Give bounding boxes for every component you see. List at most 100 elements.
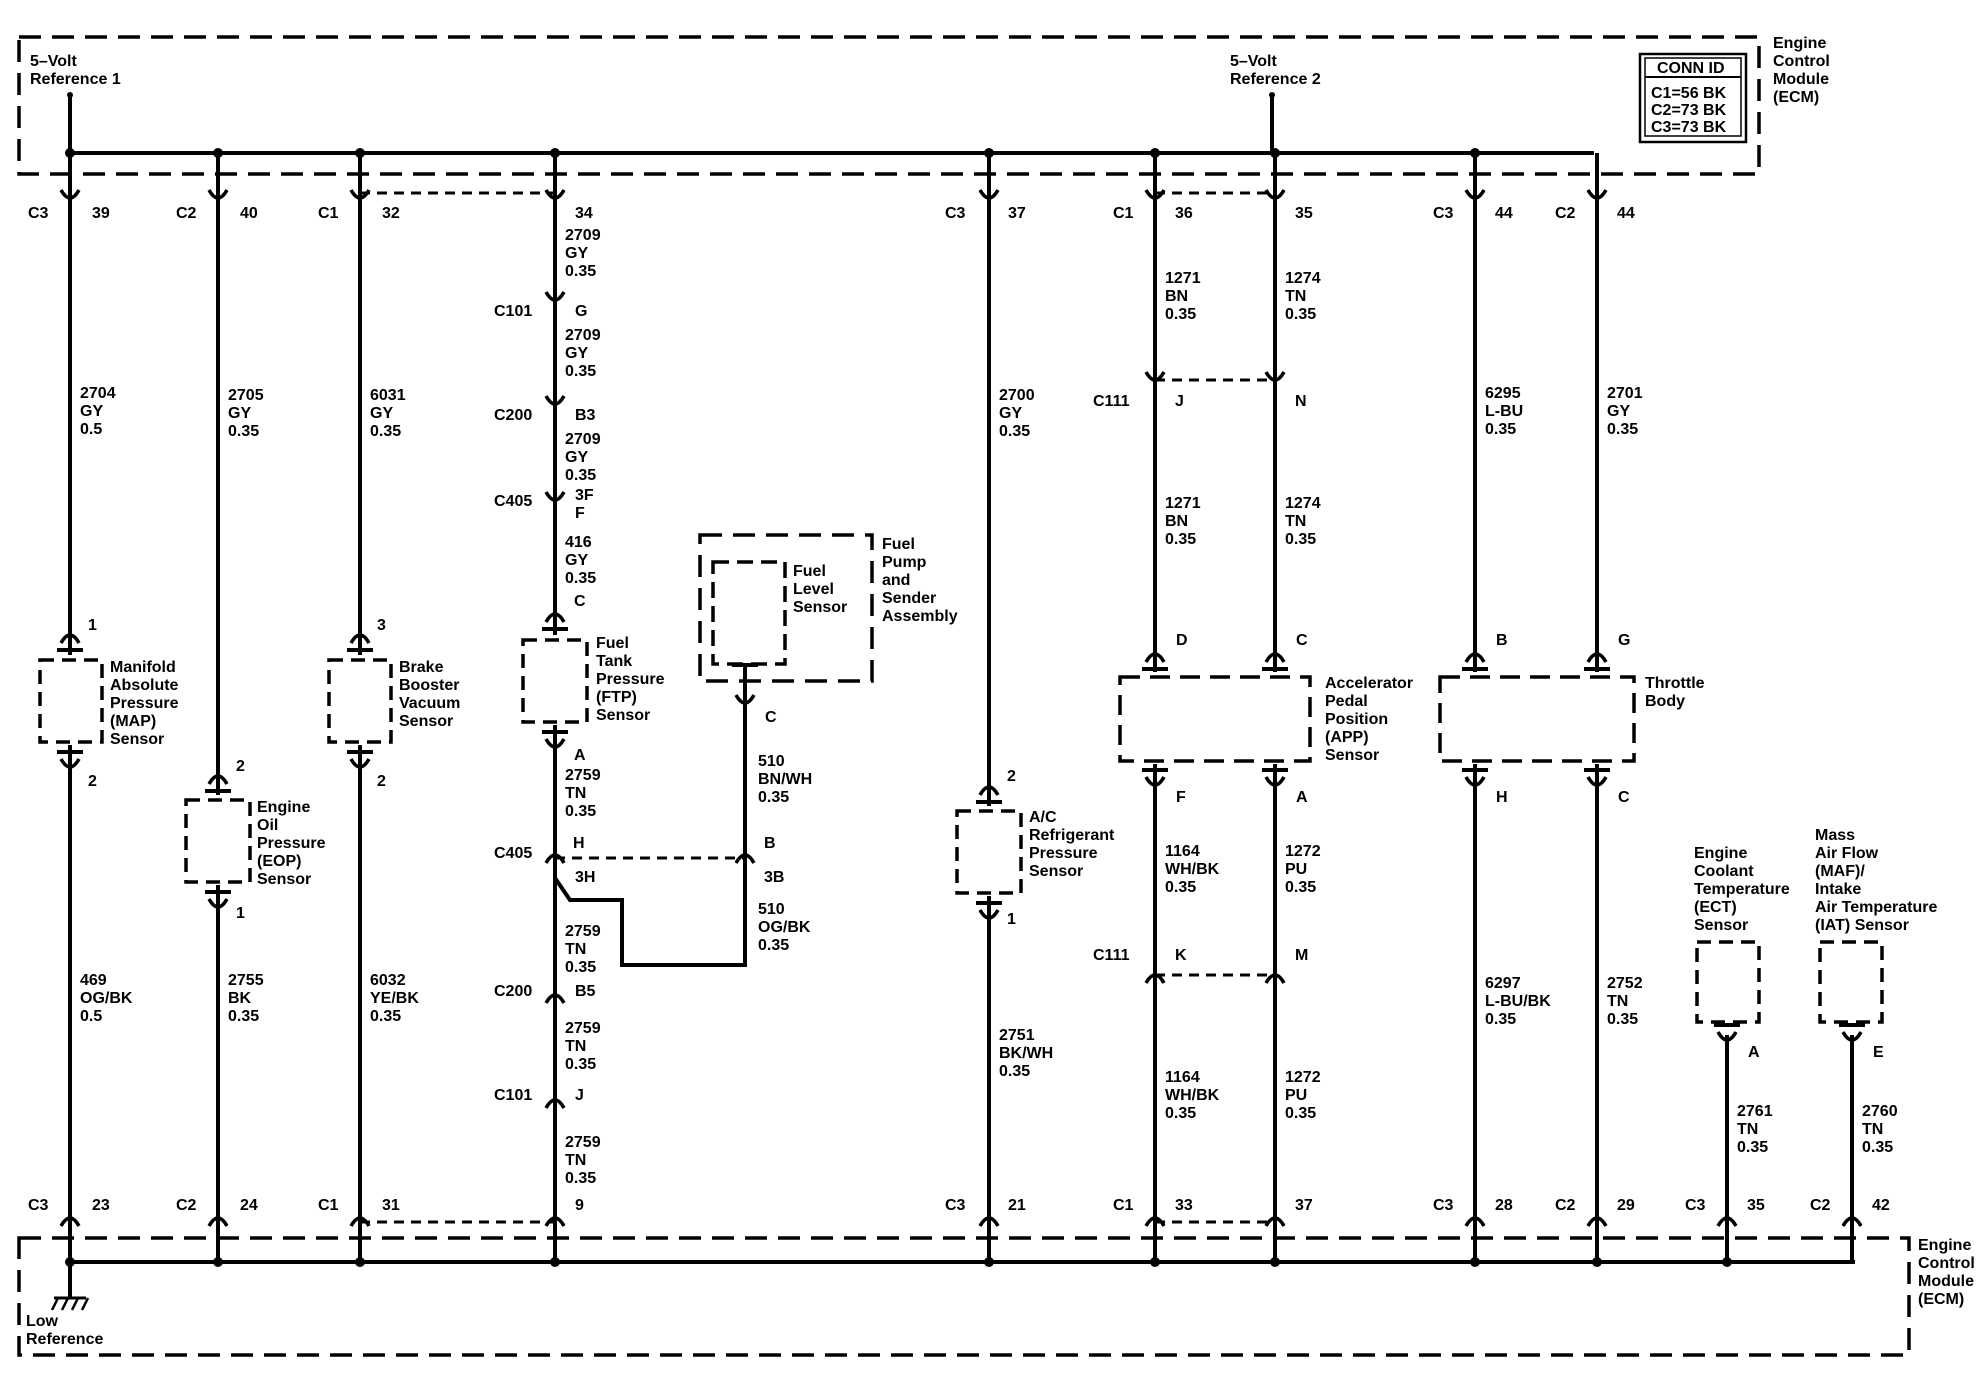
svg-text:0.35: 0.35 (758, 937, 789, 954)
svg-text:1271: 1271 (1165, 270, 1201, 287)
svg-text:1274: 1274 (1285, 495, 1321, 512)
svg-text:A: A (1296, 789, 1308, 806)
svg-text:Oil: Oil (257, 817, 278, 834)
svg-text:D: D (1176, 632, 1188, 649)
svg-text:23: 23 (92, 1197, 110, 1214)
svg-text:Pedal: Pedal (1325, 693, 1368, 710)
svg-text:C: C (1296, 632, 1308, 649)
svg-text:3H: 3H (575, 869, 595, 886)
svg-text:B5: B5 (575, 983, 596, 1000)
svg-text:2: 2 (1007, 768, 1016, 785)
svg-text:Assembly: Assembly (882, 608, 958, 625)
svg-text:0.35: 0.35 (565, 1170, 596, 1187)
svg-text:6295: 6295 (1485, 385, 1521, 402)
svg-text:M: M (1295, 947, 1308, 964)
svg-text:44: 44 (1495, 205, 1513, 222)
maf-iat-sensor: E Mass Air Flow (MAF)/ Intake Air Temper… (1815, 827, 1938, 1061)
svg-text:Air Temperature: Air Temperature (1815, 899, 1938, 916)
svg-text:2705: 2705 (228, 387, 264, 404)
svg-text:42: 42 (1872, 1197, 1890, 1214)
svg-text:TN: TN (1285, 288, 1306, 305)
svg-text:(EOP): (EOP) (257, 853, 301, 870)
svg-text:WH/BK: WH/BK (1165, 1087, 1220, 1104)
svg-text:Control: Control (1918, 1255, 1975, 1272)
svg-text:2752: 2752 (1607, 975, 1643, 992)
svg-text:(ECT): (ECT) (1694, 899, 1737, 916)
svg-text:5–Volt: 5–Volt (30, 53, 78, 70)
ac-pressure-sensor: 2 1 A/C Refrigerant Pressure Sensor (955, 768, 1115, 928)
svg-text:C405: C405 (494, 493, 532, 510)
svg-text:28: 28 (1495, 1197, 1513, 1214)
svg-text:0.35: 0.35 (758, 789, 789, 806)
brake-booster-sensor: 3 2 Brake Booster Vacuum Sensor (327, 617, 460, 790)
svg-text:2701: 2701 (1607, 385, 1643, 402)
svg-text:0.35: 0.35 (1285, 1105, 1316, 1122)
svg-text:C: C (1618, 789, 1630, 806)
svg-text:2709: 2709 (565, 227, 601, 244)
svg-text:F: F (1176, 789, 1186, 806)
svg-text:C3: C3 (28, 205, 49, 222)
svg-text:6032: 6032 (370, 972, 406, 989)
svg-text:Sensor: Sensor (399, 713, 453, 730)
svg-text:TN: TN (1607, 993, 1628, 1010)
svg-text:Throttle: Throttle (1645, 675, 1705, 692)
svg-text:36: 36 (1175, 205, 1193, 222)
svg-text:C2: C2 (1555, 205, 1576, 222)
svg-text:A: A (1748, 1044, 1760, 1061)
svg-text:40: 40 (240, 205, 258, 222)
bus-junction-dots (65, 148, 1732, 1267)
svg-text:L-BU: L-BU (1485, 403, 1523, 420)
svg-text:Engine: Engine (1918, 1237, 1971, 1254)
svg-text:H: H (573, 835, 585, 852)
throttle-body: B G H C Throttle Body (1438, 632, 1705, 806)
svg-text:Low: Low (26, 1313, 59, 1330)
svg-text:C101: C101 (494, 1087, 532, 1104)
svg-text:BN: BN (1165, 288, 1188, 305)
bottom-pin-symbols (59, 1216, 1863, 1227)
svg-text:(MAP): (MAP) (110, 713, 156, 730)
svg-text:2700: 2700 (999, 387, 1035, 404)
svg-text:GY: GY (80, 403, 103, 420)
svg-text:C111: C111 (1093, 393, 1130, 410)
svg-text:2761: 2761 (1737, 1103, 1773, 1120)
conn-id-line-1: C1=56 BK (1651, 85, 1727, 102)
svg-text:0.35: 0.35 (565, 1056, 596, 1073)
svg-text:(ECM): (ECM) (1773, 89, 1819, 106)
svg-text:469: 469 (80, 972, 107, 989)
svg-text:0.35: 0.35 (1485, 1011, 1516, 1028)
top-pin-symbols (59, 189, 1608, 200)
svg-text:C2: C2 (1810, 1197, 1831, 1214)
svg-text:Body: Body (1645, 693, 1685, 710)
svg-text:G: G (575, 303, 587, 320)
svg-text:0.35: 0.35 (1607, 1011, 1638, 1028)
svg-text:TN: TN (565, 1038, 586, 1055)
svg-text:3: 3 (377, 617, 386, 634)
svg-text:44: 44 (1617, 205, 1635, 222)
svg-text:1272: 1272 (1285, 843, 1321, 860)
svg-text:Coolant: Coolant (1694, 863, 1754, 880)
svg-text:TN: TN (1285, 513, 1306, 530)
ecm-bottom-label: Engine Control Module (ECM) (1918, 1237, 1975, 1308)
svg-text:35: 35 (1747, 1197, 1765, 1214)
svg-text:0.35: 0.35 (228, 1008, 259, 1025)
svg-text:Tank: Tank (596, 653, 632, 670)
svg-text:K: K (1175, 947, 1187, 964)
svg-text:2760: 2760 (1862, 1103, 1898, 1120)
svg-text:Pump: Pump (882, 554, 927, 571)
